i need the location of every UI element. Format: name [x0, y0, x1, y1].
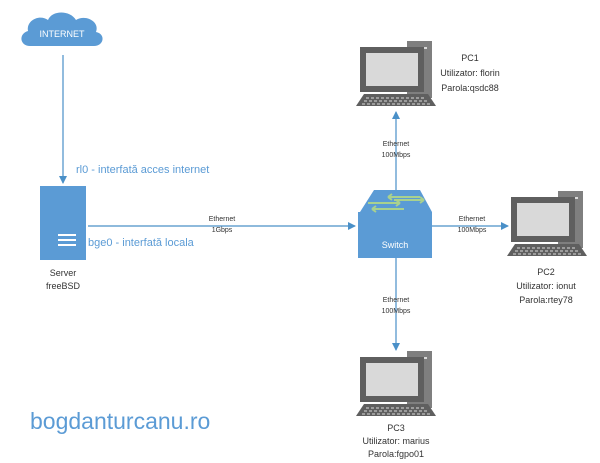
pc3-user: Utilizator: marius — [362, 436, 430, 446]
link-pc3-speed: 100Mbps — [382, 308, 411, 315]
switch-label: Switch — [382, 240, 409, 250]
link-pc2-type: Ethernet — [459, 216, 486, 223]
link-server-switch-speed: 1Gbps — [212, 227, 233, 234]
pc1-pass: Parola:qsdc88 — [441, 83, 499, 93]
interface-local-label: bge0 - interfată locala — [88, 237, 195, 249]
switch-icon — [358, 190, 432, 258]
pc3-name: PC3 — [387, 423, 405, 433]
cloud-label: INTERNET — [40, 29, 86, 39]
link-pc1-type: Ethernet — [383, 141, 410, 148]
pc1-icon — [356, 41, 436, 106]
cloud-icon — [21, 12, 103, 46]
pc2-icon — [507, 191, 587, 256]
pc1-name: PC1 — [461, 53, 479, 63]
server-os: freeBSD — [46, 281, 81, 291]
pc2-pass: Parola:rtey78 — [519, 295, 573, 305]
watermark: bogdanturcanu.ro — [30, 408, 210, 434]
pc1-user: Utilizator: florin — [440, 68, 500, 78]
pc2-user: Utilizator: ionut — [516, 281, 576, 291]
link-server-switch-type: Ethernet — [209, 216, 236, 223]
server-icon — [40, 186, 86, 260]
interface-internet-label: rl0 - interfată acces internet — [76, 164, 209, 176]
link-pc3-type: Ethernet — [383, 297, 410, 304]
link-pc1-speed: 100Mbps — [382, 152, 411, 159]
pc2-name: PC2 — [537, 267, 555, 277]
link-pc2-speed: 100Mbps — [458, 227, 487, 234]
server-name: Server — [50, 268, 77, 278]
pc3-pass: Parola:fgpo01 — [368, 449, 424, 459]
pc3-icon — [356, 351, 436, 416]
